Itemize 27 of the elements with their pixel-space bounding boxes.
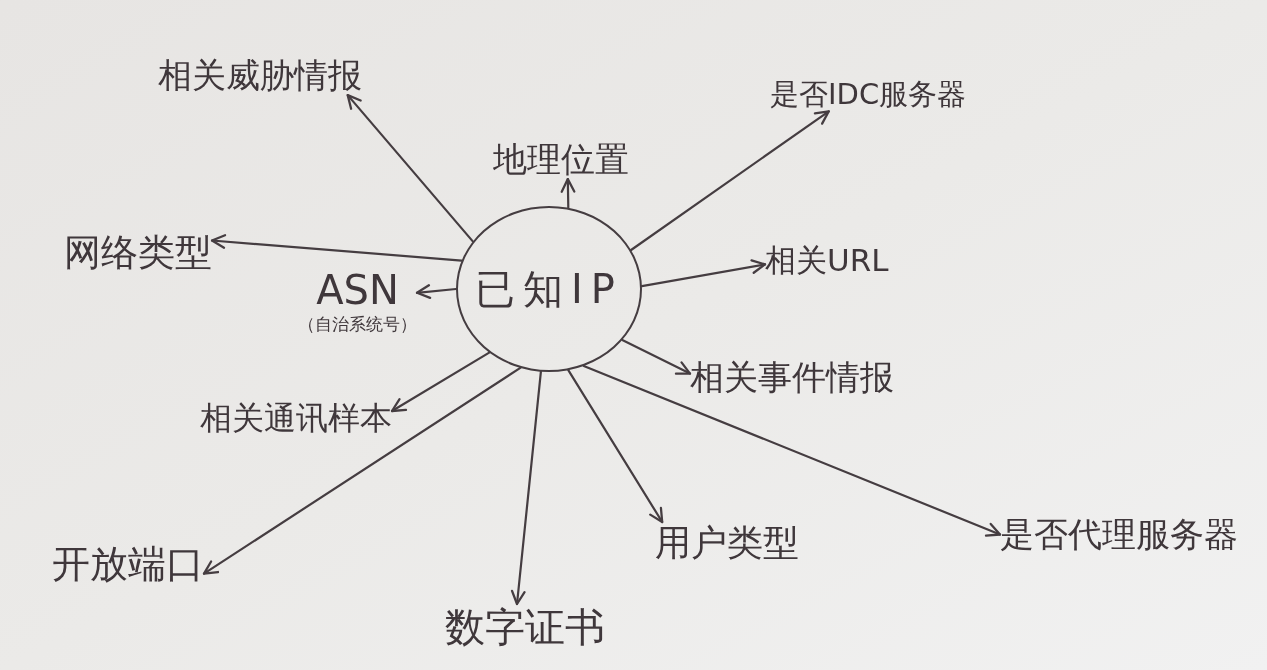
topic-label: 相关通讯样本 [200, 400, 392, 437]
arrow [640, 259, 767, 288]
topic-label: 相关威胁情报 [158, 56, 362, 96]
arrow [630, 110, 830, 252]
arrow [202, 366, 522, 575]
arrow [510, 370, 542, 606]
topic-label: 数字证书 [445, 604, 605, 650]
arrow [415, 284, 458, 299]
arrow [567, 369, 664, 524]
arrow [560, 177, 576, 209]
topic-label: 地理位置 [493, 140, 629, 180]
topic-label: 是否代理服务器 [1000, 515, 1238, 555]
arrow [582, 364, 1002, 537]
topic-label: 用户类型 [655, 522, 799, 564]
topic-label: ASN [316, 270, 399, 310]
topic-label: 开放端口 [52, 543, 204, 587]
hub-circle [456, 206, 642, 372]
topic-label: 相关URL [765, 243, 889, 279]
arrow [346, 93, 474, 243]
topic-label: 是否IDC服务器 [770, 78, 967, 112]
topic-label: 相关事件情报 [690, 358, 894, 398]
topic-label: 网络类型 [64, 232, 212, 275]
hub-label: 已知IP [475, 267, 623, 311]
arrow [390, 351, 491, 413]
parenthetical-note: （自治系统号） [298, 314, 417, 336]
arrow [210, 234, 463, 262]
arrow [621, 339, 692, 375]
